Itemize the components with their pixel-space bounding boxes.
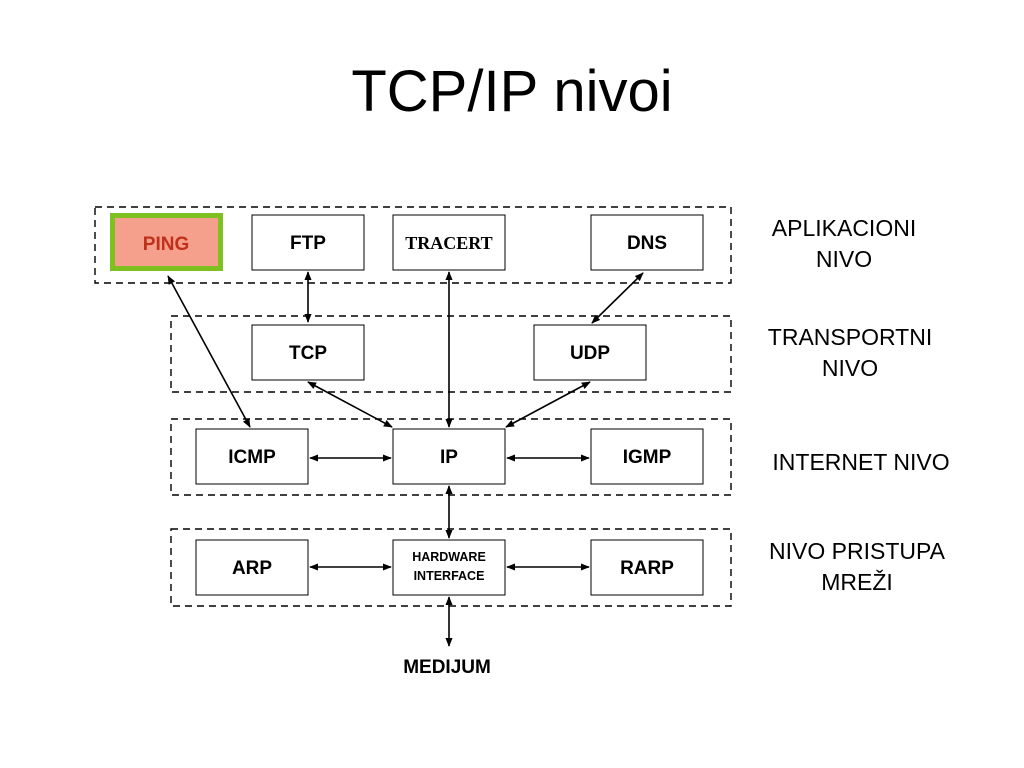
network-access-layer-label-line1: NIVO PRISTUPA — [769, 538, 946, 564]
igmp-box: IGMP — [590, 428, 704, 485]
application-layer-label-line1: APLIKACIONI — [772, 215, 916, 241]
arp-label: ARP — [232, 558, 272, 579]
ping-label: PING — [143, 234, 189, 255]
tcp-box: TCP — [251, 324, 365, 381]
arrow-dns-udp — [591, 272, 644, 324]
tracert-label: TRACERT — [405, 233, 492, 253]
arp-box: ARP — [195, 539, 309, 596]
ip-box: IP — [392, 428, 506, 485]
network-access-layer-label-line2: MREŽI — [821, 569, 893, 595]
hardware-interface-box: HARDWARE INTERFACE — [392, 539, 506, 596]
arrow-udp-ip — [505, 381, 591, 428]
hardware-interface-label-line1: HARDWARE — [412, 550, 486, 564]
tcp-label: TCP — [289, 343, 327, 364]
rarp-box: RARP — [590, 539, 704, 596]
ping-box: PING — [110, 213, 223, 271]
tracert-box: TRACERT — [392, 214, 506, 271]
dns-box: DNS — [590, 214, 704, 271]
application-layer-frame — [94, 206, 732, 284]
ftp-box: FTP — [251, 214, 365, 271]
ftp-label: FTP — [290, 233, 326, 254]
arrow-tcp-ip — [307, 381, 393, 428]
page-title: TCP/IP nivoi — [351, 59, 673, 124]
transport-layer-label-line2: NIVO — [822, 355, 878, 381]
udp-box: UDP — [533, 324, 647, 381]
medium-label: MEDIJUM — [403, 657, 491, 678]
transport-layer-label-line1: TRANSPORTNI — [768, 324, 932, 350]
rarp-label: RARP — [620, 558, 674, 579]
ip-label: IP — [440, 447, 458, 468]
internet-layer-label: INTERNET NIVO — [772, 449, 949, 475]
dns-label: DNS — [627, 233, 667, 254]
udp-label: UDP — [570, 343, 610, 364]
icmp-label: ICMP — [228, 447, 276, 468]
application-layer-label-line2: NIVO — [816, 246, 872, 272]
igmp-label: IGMP — [623, 447, 672, 468]
arrow-ping-icmp — [167, 275, 251, 428]
hardware-interface-label-line2: INTERFACE — [414, 569, 485, 583]
icmp-box: ICMP — [195, 428, 309, 485]
